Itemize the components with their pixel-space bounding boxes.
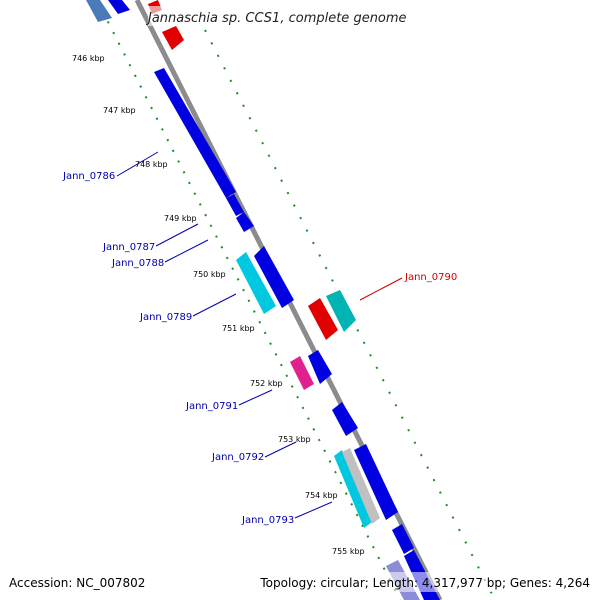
gene-arrow[interactable] — [354, 444, 398, 520]
kbp-label: 755 kbp — [332, 547, 365, 556]
gene-arrow[interactable] — [342, 448, 380, 524]
gene-arrow[interactable] — [334, 450, 372, 528]
gc-track-outer — [204, 29, 496, 600]
gene-label-jann-0791[interactable]: Jann_0791 — [185, 401, 238, 412]
kbp-label: 754 kbp — [305, 491, 338, 500]
gene-label-jann-0786[interactable]: Jann_0786 — [62, 171, 115, 182]
gene-label-jann-0792[interactable]: Jann_0792 — [211, 452, 264, 463]
kbp-label: 752 kbp — [250, 379, 283, 388]
kbp-labels: 746 kbp 747 kbp 748 kbp 749 kbp 750 kbp … — [72, 54, 365, 556]
gene-label-jann-0789[interactable]: Jann_0789 — [139, 312, 192, 323]
gene-arrow[interactable] — [86, 0, 112, 22]
gene-arrow[interactable] — [392, 524, 414, 554]
genome-summary-text: Topology: circular; Length: 4,317,977 bp… — [259, 576, 590, 590]
gene-arrow[interactable] — [332, 402, 358, 436]
gene-label-jann-0788[interactable]: Jann_0788 — [111, 258, 164, 269]
gene-label-jann-0793[interactable]: Jann_0793 — [241, 515, 294, 526]
gc-track-inner — [96, 0, 401, 600]
kbp-label: 750 kbp — [193, 270, 226, 279]
gene-arrow[interactable] — [290, 356, 314, 390]
label-leaders — [116, 151, 403, 519]
gene-features — [86, 0, 440, 600]
kbp-label: 749 kbp — [164, 214, 197, 223]
gene-arrow[interactable] — [308, 350, 332, 384]
gene-arrow[interactable] — [326, 290, 356, 332]
kbp-label: 751 kbp — [222, 324, 255, 333]
gene-label-jann-0790[interactable]: Jann_0790 — [404, 272, 457, 283]
kbp-label: 747 kbp — [103, 106, 136, 115]
gene-label-jann-0787[interactable]: Jann_0787 — [102, 242, 155, 253]
gene-arrow[interactable] — [254, 246, 294, 308]
gene-arrow[interactable] — [236, 212, 254, 232]
kbp-label: 753 kbp — [278, 435, 311, 444]
kbp-label: 748 kbp — [135, 160, 168, 169]
gene-arrow[interactable] — [236, 252, 276, 314]
gene-arrow[interactable] — [226, 194, 244, 216]
gene-arrow[interactable] — [154, 68, 236, 198]
gene-arrow[interactable] — [162, 26, 184, 50]
kbp-label: 746 kbp — [72, 54, 105, 63]
genome-title: Jannaschia sp. CCS1, complete genome — [145, 11, 407, 26]
accession-text: Accession: NC_007802 — [9, 576, 145, 590]
gene-arrow[interactable] — [308, 298, 338, 340]
gene-arrow[interactable] — [108, 0, 130, 14]
gene-labels: Jann_0786 Jann_0787 Jann_0788 Jann_0789 … — [62, 171, 457, 526]
